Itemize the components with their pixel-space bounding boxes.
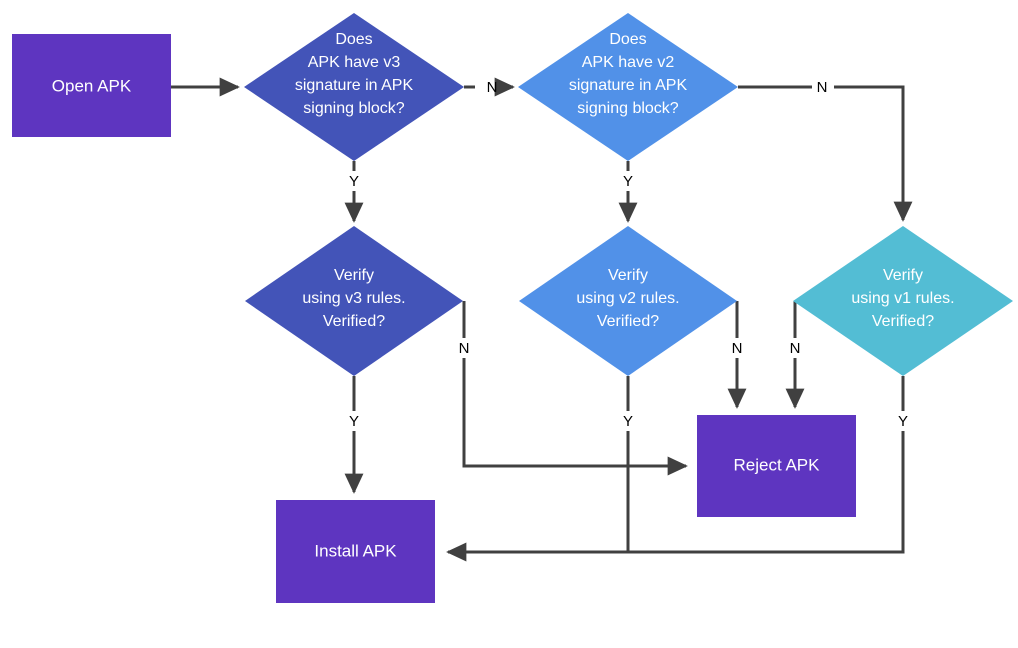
verify-v2-label: Verify <box>608 267 648 284</box>
has-v3-label: APK have v3 <box>308 54 401 71</box>
install-apk-label: Install APK <box>314 541 397 560</box>
edge-verifyv3-no-to-reject <box>462 301 686 466</box>
node-open-apk[interactable]: Open APK <box>12 34 171 137</box>
has-v2-label: signing block? <box>577 100 679 117</box>
edge-label-layer: N Y N Y N Y N Y N Y <box>349 79 908 430</box>
has-v3-label: signature in APK <box>295 77 414 94</box>
install-apk-box[interactable] <box>276 500 435 603</box>
edge-label-verifyv1-yes: Y <box>898 413 908 430</box>
edge-verifyv1-yes-to-install <box>448 376 905 554</box>
has-v3-diamond[interactable] <box>244 13 464 161</box>
connector-layer <box>171 87 903 552</box>
open-apk-box[interactable] <box>12 34 171 137</box>
verify-v3-label: Verified? <box>323 313 385 330</box>
verify-v3-label: using v3 rules. <box>302 290 405 307</box>
verify-v3-label: Verify <box>334 267 374 284</box>
reject-apk-label: Reject APK <box>734 455 821 474</box>
edge-label-verifyv3-yes: Y <box>349 413 359 430</box>
verify-v1-label: Verify <box>883 267 923 284</box>
has-v2-label: signature in APK <box>569 77 688 94</box>
verify-v2-label: using v2 rules. <box>576 290 679 307</box>
has-v2-label: APK have v2 <box>582 54 675 71</box>
node-has-v2[interactable]: Does APK have v2 signature in APK signin… <box>518 13 738 161</box>
edge-label-v2-no: N <box>817 79 828 96</box>
verify-v1-diamond[interactable] <box>793 226 1013 376</box>
has-v2-label: Does <box>609 31 646 48</box>
node-reject-apk[interactable]: Reject APK <box>697 415 856 517</box>
node-has-v3[interactable]: Does APK have v3 signature in APK signin… <box>244 13 464 161</box>
verify-v3-diamond[interactable] <box>245 226 463 376</box>
edge-label-v3-no: N <box>487 79 498 96</box>
verify-v1-label: using v1 rules. <box>851 290 954 307</box>
node-verify-v1[interactable]: Verify using v1 rules. Verified? <box>793 226 1013 376</box>
node-install-apk[interactable]: Install APK <box>276 500 435 603</box>
edge-verifyv2-yes-to-install <box>448 376 630 552</box>
edge-label-v3-yes: Y <box>349 173 359 190</box>
open-apk-label: Open APK <box>52 76 132 95</box>
reject-apk-box[interactable] <box>697 415 856 517</box>
verify-v2-label: Verified? <box>597 313 659 330</box>
has-v2-diamond[interactable] <box>518 13 738 161</box>
edge-v2-no-to-verifyv1 <box>738 85 903 220</box>
has-v3-label: signing block? <box>303 100 405 117</box>
has-v3-label: Does <box>335 31 372 48</box>
edge-label-v2-yes: Y <box>623 173 633 190</box>
verify-v2-diamond[interactable] <box>519 226 737 376</box>
edge-label-verifyv2-no: N <box>732 340 743 357</box>
edge-label-verifyv3-no: N <box>459 340 470 357</box>
edge-label-verifyv1-no: N <box>790 340 801 357</box>
node-verify-v2[interactable]: Verify using v2 rules. Verified? <box>519 226 737 376</box>
node-verify-v3[interactable]: Verify using v3 rules. Verified? <box>245 226 463 376</box>
verify-v1-label: Verified? <box>872 313 934 330</box>
edge-label-verifyv2-yes: Y <box>623 413 633 430</box>
